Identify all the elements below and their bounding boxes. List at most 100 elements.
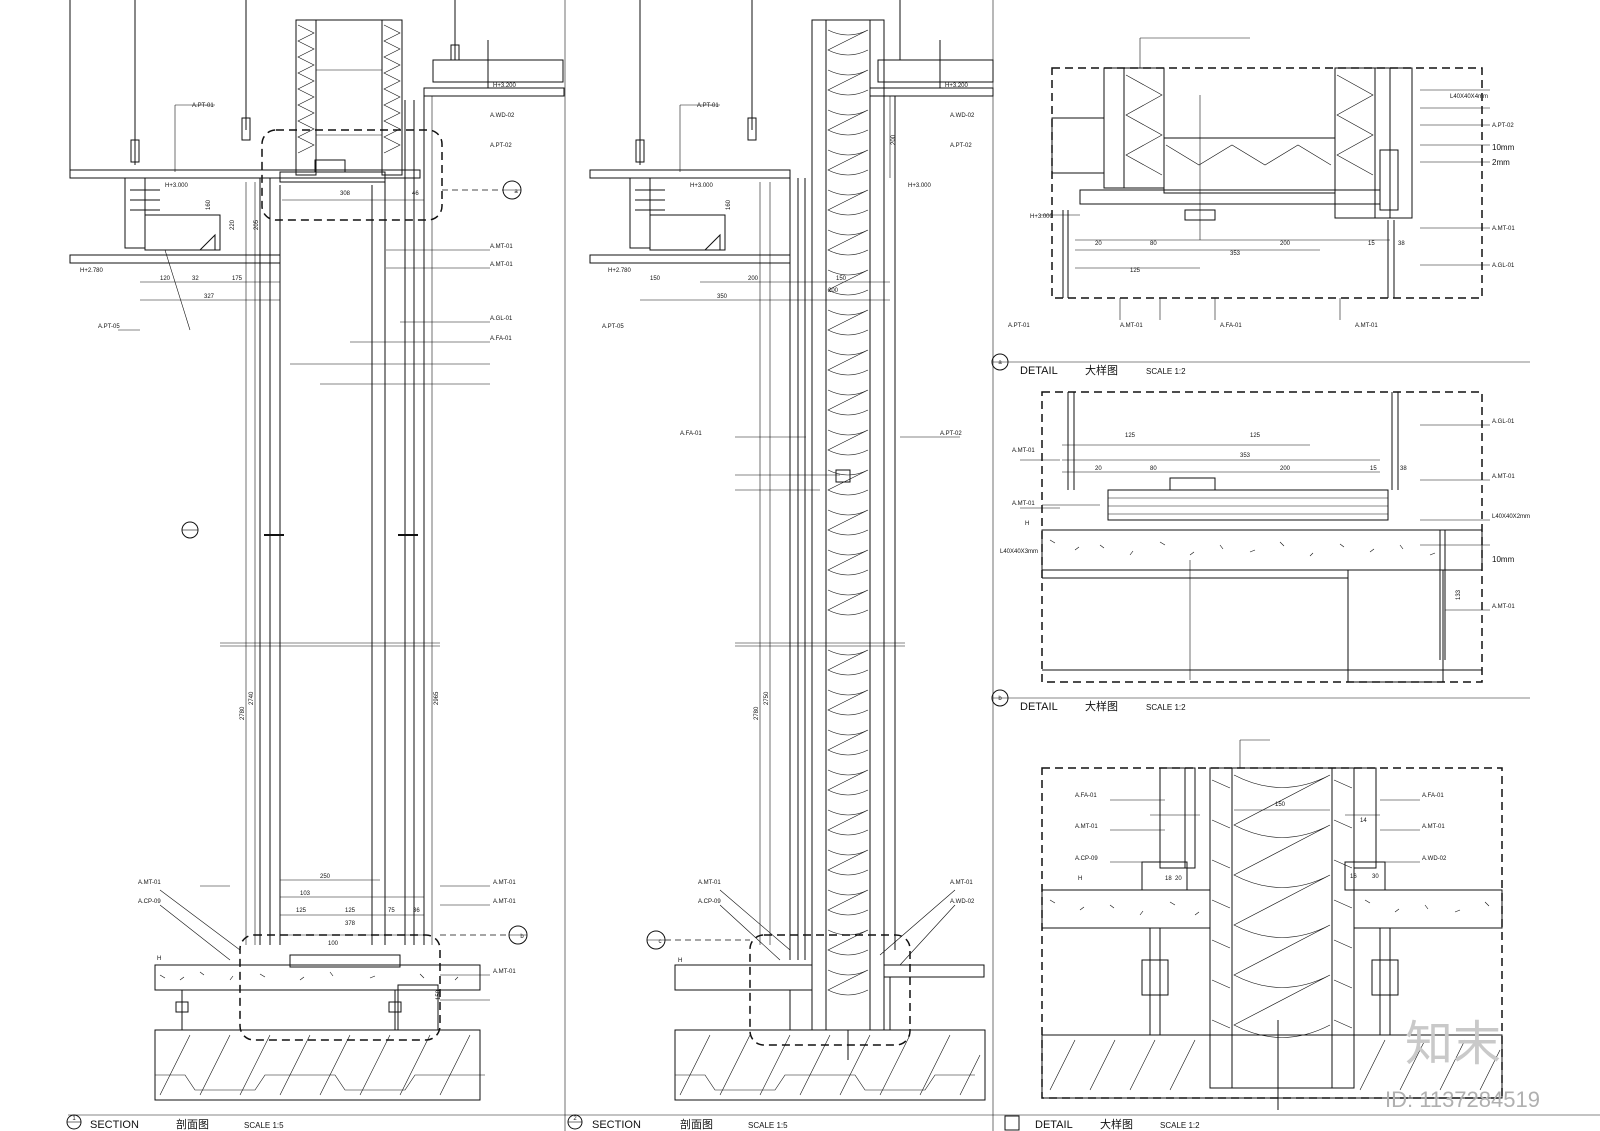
dim-327: 327	[204, 294, 215, 300]
dim-2750: 2750	[764, 691, 770, 705]
dim-250: 250	[320, 874, 331, 880]
detail-c-acp09: A.CP-09	[1075, 856, 1098, 862]
title-2-scale: SCALE 1:5	[748, 1121, 788, 1130]
detail-b-labels: 125 125 353 20 80 200 15 38 133 A.MT-01 …	[1000, 419, 1530, 610]
dim-46: 46	[412, 191, 419, 197]
dim-220: 220	[230, 219, 236, 230]
dim-200-2: 200	[748, 276, 759, 282]
tag-apt02-2: A.PT-02	[950, 143, 972, 149]
detail-a-amt01: A.MT-01	[1492, 226, 1515, 232]
tag-apt02: A.PT-02	[490, 143, 512, 149]
tag-acp09: A.CP-09	[138, 899, 161, 905]
tag-amt01-f: A.MT-01	[493, 969, 516, 975]
dim-2740: 2740	[249, 691, 255, 705]
title-bar-c: DETAIL 大样图 SCALE 1:2	[1004, 1115, 1200, 1131]
dim-2780: 2780	[240, 706, 246, 720]
detail-a-dim-38: 38	[1398, 241, 1405, 247]
detail-a-labels: H+3.000 20 80 200 353 125 15 38 L40X40X4…	[1008, 94, 1515, 329]
title-b-cn: 大样图	[1085, 699, 1118, 713]
detail-b-amt01-c: A.MT-01	[1492, 474, 1515, 480]
detail-c-h: H	[1078, 876, 1082, 882]
title-2-number: 2	[573, 1116, 577, 1122]
title-a-cn: 大样图	[1085, 363, 1118, 377]
tag-apt01-2: A.PT-01	[697, 103, 719, 109]
tag-amt01-d: A.MT-01	[493, 880, 516, 886]
title-1-cn: 剖面图	[176, 1117, 209, 1131]
detail-b-dim-125: 125	[1125, 433, 1136, 439]
detail-c-dim-18: 18	[1165, 876, 1172, 882]
dim-200-3: 200	[828, 288, 839, 294]
detail-a-amt01-c: A.MT-01	[1355, 323, 1378, 329]
detail-b-h: H	[1025, 521, 1029, 527]
title-a-scale: SCALE 1:2	[1146, 367, 1186, 376]
level-h3000-2: H+3.000	[690, 183, 714, 189]
dim-2965: 2965	[434, 691, 440, 705]
title-2-cn: 剖面图	[680, 1117, 713, 1131]
dim-32: 32	[192, 276, 199, 282]
tag-awd02: A.WD-02	[490, 113, 515, 119]
section-1-drawing	[69, 0, 565, 1101]
title-1-scale: SCALE 1:5	[244, 1121, 284, 1130]
panel-dividers	[68, 0, 1600, 1131]
title-c-cn: 大样图	[1100, 1117, 1133, 1131]
level-h2780-2: H+2.780	[608, 268, 632, 274]
section-1-labels: A.PT-01 A.WD-02 A.PT-02 A.MT-01 A.MT-01 …	[80, 83, 524, 1000]
detail-a-10mm: 10mm	[1492, 143, 1515, 152]
title-bar-a: a DETAIL 大样图 SCALE 1:2	[998, 360, 1186, 377]
tag-afa01-2: A.FA-01	[680, 431, 702, 437]
tag-awd02-3: A.WD-02	[950, 899, 975, 905]
detail-a-dim-20: 20	[1095, 241, 1102, 247]
detail-a-dim-80: 80	[1150, 241, 1157, 247]
detail-a-amt01-b: A.MT-01	[1120, 323, 1143, 329]
dim-175: 175	[232, 276, 243, 282]
tag-apt05: A.PT-05	[98, 324, 120, 330]
detail-b-amt01-b: A.MT-01	[1012, 501, 1035, 507]
dim-103: 103	[300, 891, 311, 897]
detail-a-apt02: A.PT-02	[1492, 123, 1514, 129]
dim-120: 120	[160, 276, 171, 282]
title-bar-b: b DETAIL 大样图 SCALE 1:2	[998, 696, 1186, 713]
detail-a-dim-15: 15	[1368, 241, 1375, 247]
section-2-drawing	[589, 0, 994, 1101]
detail-b-amt01-d: A.MT-01	[1492, 604, 1515, 610]
detail-c-dim-20: 20	[1175, 876, 1182, 882]
detail-b-steel3: L40X40X2mm	[1492, 514, 1530, 520]
logo-text: 知末	[1405, 1018, 1501, 1071]
dim-180: 150	[436, 989, 442, 1000]
callout-c: c	[659, 939, 662, 945]
detail-b-dim-133: 133	[1456, 589, 1462, 600]
level-h: H	[157, 956, 161, 962]
tag-apt01: A.PT-01	[192, 103, 214, 109]
section-2-labels: A.PT-01 A.WD-02 A.PT-02 A.PT-05 A.FA-01 …	[602, 83, 975, 964]
detail-b-dim-200: 200	[1280, 466, 1291, 472]
dim-100: 100	[328, 941, 339, 947]
title-1-number: 1	[72, 1116, 76, 1122]
detail-b-dim-353: 353	[1240, 453, 1251, 459]
level-h3000-3: H+3.000	[908, 183, 932, 189]
detail-b-amt01: A.MT-01	[1012, 448, 1035, 454]
dim-150-2: 150	[650, 276, 661, 282]
detail-b-dim-80: 80	[1150, 466, 1157, 472]
detail-c-afa01: A.FA-01	[1075, 793, 1097, 799]
title-b-type: DETAIL	[1020, 701, 1058, 713]
level-h3200-2: H+3.200	[945, 83, 969, 89]
title-a-number: a	[998, 360, 1002, 366]
detail-a-drawing	[991, 37, 1490, 371]
dim-160-2: 160	[726, 199, 732, 210]
detail-b-agl01: A.GL-01	[1492, 419, 1515, 425]
dim-378: 378	[345, 921, 356, 927]
title-b-scale: SCALE 1:2	[1146, 703, 1186, 712]
tag-awd02-2: A.WD-02	[950, 113, 975, 119]
dim-308: 308	[340, 191, 351, 197]
title-a-type: DETAIL	[1020, 365, 1058, 377]
detail-b-dim-20: 20	[1095, 466, 1102, 472]
detail-a-dim-125: 125	[1130, 268, 1141, 274]
dim-150-3: 150	[836, 276, 847, 282]
detail-c-drawing	[1041, 739, 1503, 1110]
dim-160: 160	[206, 199, 212, 210]
title-c-type: DETAIL	[1035, 1119, 1073, 1131]
detail-a-dim-200: 200	[1280, 241, 1291, 247]
dim-125: 125	[296, 908, 307, 914]
detail-b-dim-38: 38	[1400, 466, 1407, 472]
detail-b-dim-125-b: 125	[1250, 433, 1261, 439]
